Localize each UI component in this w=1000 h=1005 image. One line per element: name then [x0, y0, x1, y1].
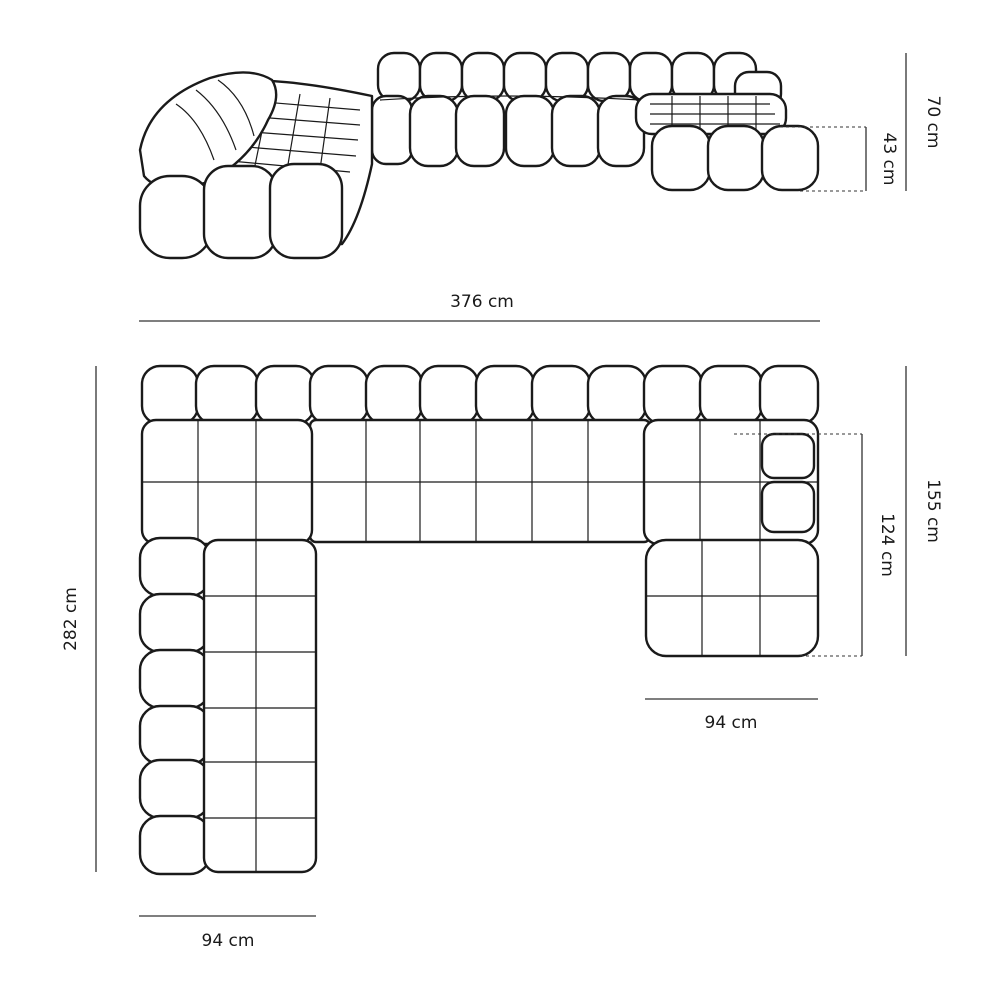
sofa-perspective-view — [138, 51, 820, 260]
sofa-right-chaise — [634, 92, 820, 192]
top-view-center-seats — [308, 418, 652, 544]
sofa-left-block — [138, 71, 374, 260]
height-total-label: 70 cm — [923, 96, 943, 149]
module-width-right-label: 94 cm — [705, 713, 758, 733]
sofa-center-seats — [370, 94, 646, 168]
depth-left-dimension: 282 cm — [61, 366, 97, 872]
width-total-label: 376 cm — [450, 292, 514, 312]
top-view-back-row — [140, 364, 820, 426]
module-width-left-dimension: 94 cm — [139, 915, 316, 951]
top-view-right-section — [642, 418, 820, 658]
width-dimension: 376 cm — [139, 292, 820, 322]
seat-height-label: 43 cm — [879, 133, 899, 186]
module-width-right-dimension: 94 cm — [645, 698, 818, 733]
depth-right-dimension: 155 cm — [905, 366, 943, 656]
height-dimension: 70 cm — [905, 53, 943, 191]
seat-height-dimension: 43 cm — [780, 126, 899, 192]
top-view-left-section — [138, 418, 318, 876]
depth-right-label: 155 cm — [923, 479, 943, 543]
depth-chaise-label: 124 cm — [877, 513, 897, 577]
depth-left-label: 282 cm — [61, 587, 81, 651]
sofa-top-view — [138, 364, 820, 876]
sofa-back-cushions — [376, 51, 783, 110]
depth-chaise-dimension: 124 cm — [734, 433, 897, 657]
module-width-left-label: 94 cm — [202, 931, 255, 951]
